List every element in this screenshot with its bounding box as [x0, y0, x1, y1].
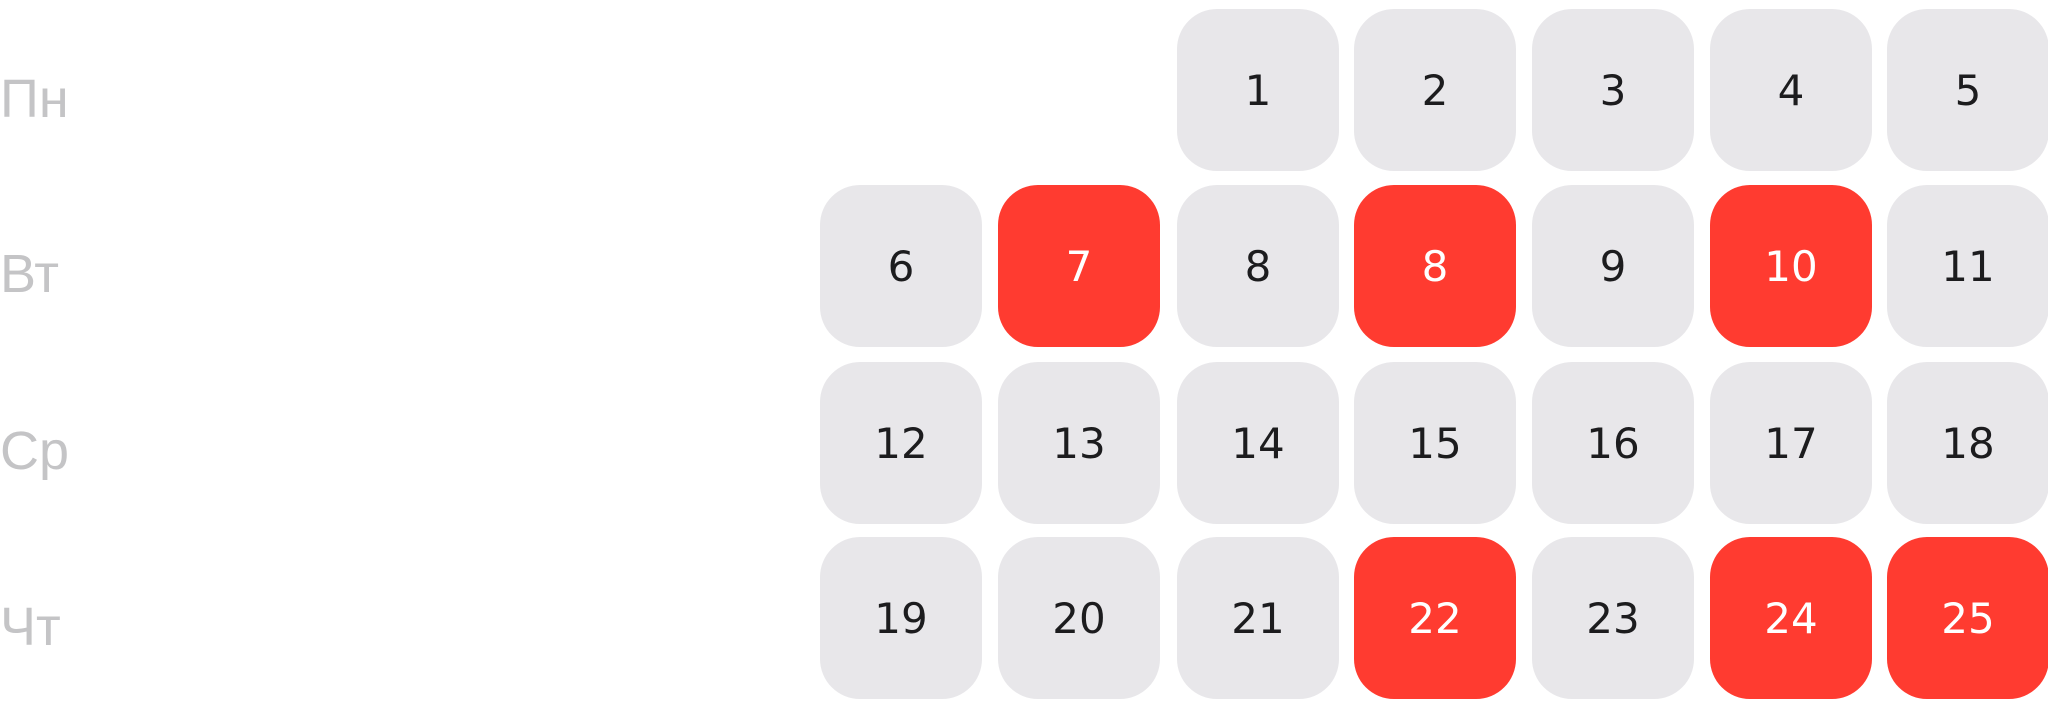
day-cell[interactable]: 16 [1532, 362, 1694, 524]
day-number: 1 [1244, 65, 1272, 115]
day-cell[interactable]: 20 [998, 537, 1160, 699]
day-number: 16 [1586, 418, 1640, 468]
weekday-label: Пн [0, 69, 69, 129]
day-cell-highlighted[interactable]: 7 [998, 185, 1160, 347]
day-number: 15 [1408, 418, 1462, 468]
day-cell[interactable]: 6 [820, 185, 982, 347]
day-number: 18 [1941, 418, 1995, 468]
day-cell[interactable]: 15 [1354, 362, 1516, 524]
day-cell[interactable]: 2 [1354, 9, 1516, 171]
day-number: 17 [1764, 418, 1818, 468]
day-cell[interactable]: 23 [1532, 537, 1694, 699]
day-cell[interactable]: 14 [1177, 362, 1339, 524]
day-cell-highlighted[interactable]: 24 [1710, 537, 1872, 699]
day-number: 14 [1231, 418, 1285, 468]
day-cell[interactable]: 4 [1710, 9, 1872, 171]
day-cell[interactable]: 18 [1887, 362, 2048, 524]
day-number: 4 [1777, 65, 1805, 115]
day-number: 11 [1941, 241, 1995, 291]
day-cell-highlighted[interactable]: 10 [1710, 185, 1872, 347]
day-number: 9 [1599, 241, 1627, 291]
day-cell[interactable]: 19 [820, 537, 982, 699]
day-number: 8 [1244, 241, 1272, 291]
day-cell[interactable]: 1 [1177, 9, 1339, 171]
day-cell[interactable]: 11 [1887, 185, 2048, 347]
day-number: 7 [1065, 241, 1093, 291]
day-cell[interactable]: 12 [820, 362, 982, 524]
day-cell-highlighted[interactable]: 25 [1887, 537, 2048, 699]
weekday-label: Вт [0, 244, 59, 304]
day-number: 5 [1954, 65, 1982, 115]
day-number: 12 [874, 418, 928, 468]
day-number: 25 [1941, 593, 1995, 643]
day-cell-highlighted[interactable]: 8 [1354, 185, 1516, 347]
day-cell[interactable]: 5 [1887, 9, 2048, 171]
day-number: 3 [1599, 65, 1627, 115]
day-cell[interactable]: 8 [1177, 185, 1339, 347]
day-number: 20 [1052, 593, 1106, 643]
day-number: 19 [874, 593, 928, 643]
day-cell[interactable]: 13 [998, 362, 1160, 524]
day-number: 22 [1408, 593, 1462, 643]
day-cell-highlighted[interactable]: 22 [1354, 537, 1516, 699]
day-number: 10 [1764, 241, 1818, 291]
weekday-label: Чт [0, 597, 61, 657]
day-number: 24 [1764, 593, 1818, 643]
day-cell[interactable]: 17 [1710, 362, 1872, 524]
day-number: 8 [1421, 241, 1449, 291]
day-cell[interactable]: 21 [1177, 537, 1339, 699]
day-number: 2 [1421, 65, 1449, 115]
weekday-label: Ср [0, 421, 70, 481]
day-cell[interactable]: 9 [1532, 185, 1694, 347]
day-number: 21 [1231, 593, 1285, 643]
day-cell[interactable]: 3 [1532, 9, 1694, 171]
day-number: 6 [887, 241, 915, 291]
day-number: 23 [1586, 593, 1640, 643]
day-number: 13 [1052, 418, 1106, 468]
